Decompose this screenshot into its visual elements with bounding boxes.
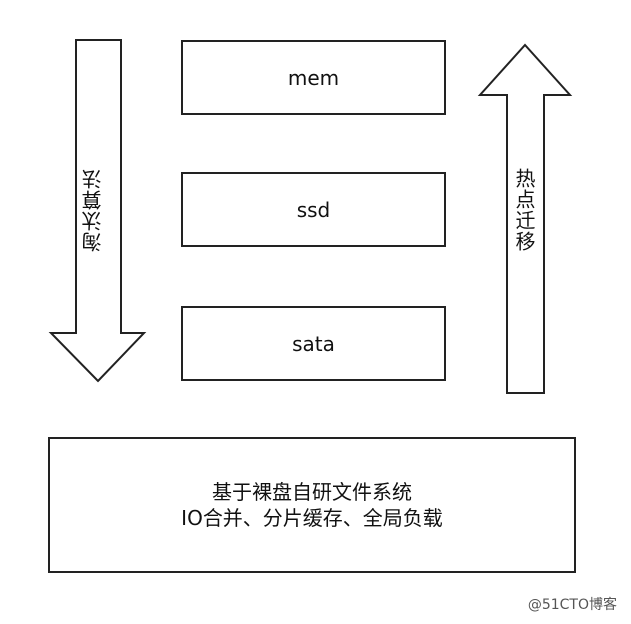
filesystem-features: IO合并、分片缓存、全局负载: [181, 506, 443, 530]
mem-layer-box: mem: [181, 40, 446, 115]
sata-layer-box: sata: [181, 306, 446, 381]
up-arrow-shape: [477, 43, 573, 394]
sata-label: sata: [292, 331, 335, 356]
hotspot-migration-label: 热点迁移: [512, 168, 536, 252]
watermark: @51CTO博客: [527, 597, 617, 613]
ssd-label: ssd: [296, 197, 331, 222]
ssd-layer-box: ssd: [181, 172, 446, 247]
filesystem-base-box: 基于裸盘自研文件系统 IO合并、分片缓存、全局负载: [48, 437, 576, 573]
filesystem-title: 基于裸盘自研文件系统: [212, 480, 412, 504]
eviction-algorithm-label: 淘汰算法: [81, 168, 105, 252]
mem-label: mem: [287, 65, 340, 90]
down-arrow-shape: [48, 39, 147, 383]
